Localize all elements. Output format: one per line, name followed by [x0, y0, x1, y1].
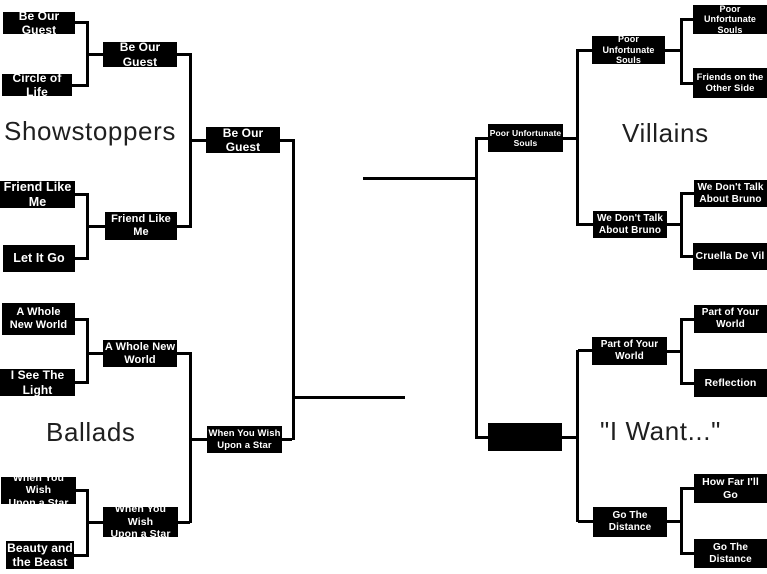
connector-line	[75, 193, 88, 196]
villains-r1-friends-on-the-other-side: Friends on the Other Side	[693, 68, 767, 98]
i-want-r2-part-of-your-world: Part of Your World	[592, 337, 667, 365]
villains-winner-poor-unfortunate-souls: Poor Unfortunate Souls	[488, 124, 563, 152]
connector-line	[75, 21, 88, 24]
showstoppers-r2-be-our-guest: Be Our Guest	[103, 40, 177, 69]
connector-line	[177, 225, 190, 228]
connector-line	[683, 18, 693, 21]
villains-r1-cruella-de-vil: Cruella De Vil	[693, 243, 767, 270]
connector-line	[578, 349, 592, 352]
connector-line	[189, 352, 192, 523]
connector-line	[189, 438, 207, 441]
connector-line	[75, 257, 88, 260]
ballads-winner-when-you-wish-upon-a-star: When You Wish Upon a Star	[207, 426, 282, 453]
connector-line	[667, 520, 682, 523]
i-want-r1-reflection: Reflection	[694, 369, 767, 397]
ballads-r2-a-whole-new-world: A Whole New World	[103, 340, 177, 367]
connector-line	[75, 381, 88, 384]
i-want-r1-how-far-ill-go: How Far I'll Go	[694, 474, 767, 503]
connector-line	[86, 225, 105, 228]
connector-line	[86, 318, 89, 384]
connector-line	[665, 49, 682, 52]
connector-line	[476, 137, 488, 140]
connector-line	[683, 382, 694, 385]
connector-line	[578, 520, 593, 523]
villains-r2-we-dont-talk-about-bruno: We Don't Talk About Bruno	[593, 211, 667, 238]
connector-line	[189, 139, 206, 142]
ballads-r1-when-you-wish-upon-a-star: When You Wish Upon a Star	[1, 472, 76, 509]
final-slot-line-left	[292, 396, 405, 399]
connector-line	[562, 436, 578, 439]
connector-line	[282, 438, 292, 441]
showstoppers-r1-let-it-go: Let It Go	[3, 245, 75, 272]
ballads-r1-a-whole-new-world: A Whole New World	[2, 303, 75, 335]
showstoppers-r1-friend-like-me: Friend Like Me	[0, 180, 75, 209]
connector-line	[74, 554, 88, 557]
section-label-showstoppers: Showstoppers	[4, 116, 176, 146]
section-label-villains: Villains	[622, 118, 709, 148]
ballads-r1-beauty-and-the-beast: Beauty and the Beast	[6, 540, 74, 569]
i-want-r1-go-the-distance: Go The Distance	[694, 539, 767, 568]
showstoppers-winner-be-our-guest: Be Our Guest	[206, 126, 280, 154]
connector-line	[86, 53, 103, 56]
connector-line	[683, 552, 694, 555]
showstoppers-r2-friend-like-me: Friend Like Me	[105, 212, 177, 240]
villains-r1-poor-unfortunate-souls: Poor Unfortunate Souls	[693, 4, 767, 35]
connector-line	[75, 318, 88, 321]
villains-r1-we-dont-talk-about-bruno: We Don't Talk About Bruno	[694, 180, 767, 207]
connector-line	[680, 18, 683, 85]
connector-line	[76, 489, 88, 492]
connector-line	[683, 255, 693, 258]
section-label-i-want: "I Want..."	[600, 416, 721, 446]
connector-line	[680, 318, 683, 385]
villains-r2-poor-unfortunate-souls: Poor Unfortunate Souls	[592, 34, 665, 65]
connector-line	[683, 487, 694, 490]
connector-line	[86, 521, 103, 524]
i-want-r1-part-of-your-world: Part of Your World	[694, 305, 767, 333]
connector-line	[576, 49, 579, 226]
showstoppers-r1-circle-of-life: Circle of Life	[2, 71, 72, 99]
ballads-r1-i-see-the-light: I See The Light	[0, 368, 75, 397]
connector-line	[578, 49, 592, 52]
connector-line	[475, 137, 478, 438]
connector-line	[86, 352, 103, 355]
connector-line	[177, 352, 190, 355]
i-want-winner-box-blank	[488, 423, 562, 451]
connector-line	[72, 84, 88, 87]
connector-line	[667, 223, 682, 226]
connector-line	[475, 436, 488, 439]
showstoppers-r1-be-our-guest: Be Our Guest	[3, 9, 75, 37]
i-want-r2-go-the-distance: Go The Distance	[593, 507, 667, 537]
connector-line	[680, 192, 683, 258]
ballads-r2-when-you-wish-upon-a-star: When You Wish Upon a Star	[103, 503, 178, 540]
section-label-ballads: Ballads	[46, 417, 136, 447]
connector-line	[683, 318, 694, 321]
connector-line	[680, 487, 683, 555]
connector-line	[683, 192, 694, 195]
connector-line	[280, 139, 293, 142]
connector-line	[177, 53, 190, 56]
connector-line	[178, 521, 190, 524]
final-slot-line-right	[363, 177, 476, 180]
connector-line	[576, 350, 579, 522]
connector-line	[578, 223, 593, 226]
connector-line	[292, 139, 295, 440]
connector-line	[683, 82, 693, 85]
connector-line	[563, 137, 577, 140]
connector-line	[667, 350, 682, 353]
